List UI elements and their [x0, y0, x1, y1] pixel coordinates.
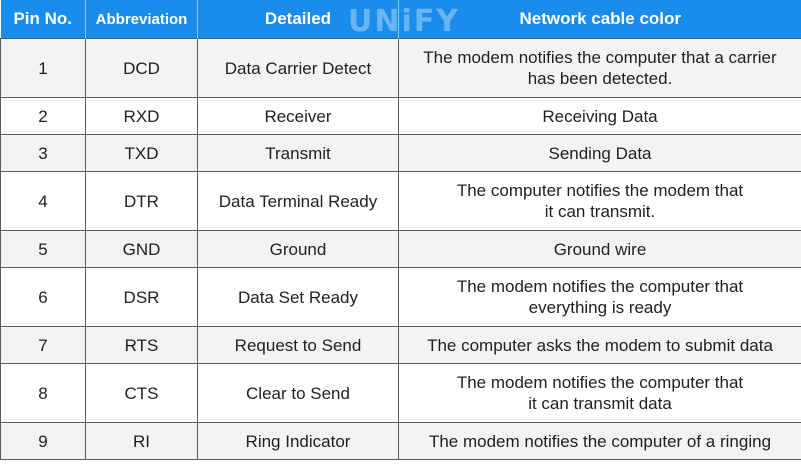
pin-number-cell: 8 [0, 363, 86, 423]
abbreviation-cell: CTS [85, 363, 198, 423]
table-row: 7 RTS Request to Send The computer asks … [0, 326, 801, 364]
pin-number-cell: 9 [0, 422, 86, 460]
cable-color-cell: The computer asks the modem to submit da… [398, 326, 801, 364]
detailed-cell: Clear to Send [197, 363, 399, 423]
cable-color-cell: The computer notifies the modem that it … [398, 171, 801, 231]
cable-color-cell: The modem notifies the computer that it … [398, 363, 801, 423]
abbreviation-cell: RXD [85, 97, 198, 135]
table-row: 9 RI Ring Indicator The modem notifies t… [0, 422, 801, 460]
cable-color-cell: The modem notifies the computer of a rin… [398, 422, 801, 460]
cable-color-cell: The modem notifies the computer that a c… [398, 38, 801, 98]
detailed-cell: Ground [197, 230, 399, 268]
abbreviation-cell: TXD [85, 134, 198, 172]
table-row: 1 DCD Data Carrier Detect The modem noti… [0, 38, 801, 98]
header-detailed: Detailed [197, 0, 399, 39]
cable-color-line: it can transmit. [544, 202, 656, 221]
detailed-cell: Ring Indicator [197, 422, 399, 460]
cable-color-line: Ground wire [553, 239, 647, 259]
pin-number-cell: 7 [0, 326, 86, 364]
table-row: 3 TXD Transmit Sending Data [0, 134, 801, 172]
cable-color-line: The modem notifies the computer of a rin… [428, 431, 772, 451]
abbreviation-cell: DTR [85, 171, 198, 231]
cable-color-line: The modem notifies the computer that [456, 277, 744, 296]
header-abbreviation: Abbreviation [85, 0, 198, 39]
cable-color-line: The computer notifies the modem that [456, 181, 744, 200]
cable-color-cell: Ground wire [398, 230, 801, 268]
pin-number-cell: 5 [0, 230, 86, 268]
table-row: 8 CTS Clear to Send The modem notifies t… [0, 363, 801, 423]
detailed-cell: Request to Send [197, 326, 399, 364]
table-row: 6 DSR Data Set Ready The modem notifies … [0, 267, 801, 327]
cable-color-line: The modem notifies the computer that a c… [423, 48, 777, 67]
cable-color-cell: Sending Data [398, 134, 801, 172]
pin-number-cell: 3 [0, 134, 86, 172]
detailed-cell: Data Terminal Ready [197, 171, 399, 231]
cable-color-line: it can transmit data [528, 394, 672, 413]
abbreviation-cell: DSR [85, 267, 198, 327]
cable-color-line: Receiving Data [542, 106, 658, 126]
header-pin-no: Pin No. [0, 0, 86, 39]
detailed-cell: Data Carrier Detect [197, 38, 399, 98]
detailed-cell: Receiver [197, 97, 399, 135]
abbreviation-cell: DCD [85, 38, 198, 98]
cable-color-line: everything is ready [528, 298, 672, 317]
detailed-cell: Transmit [197, 134, 399, 172]
detailed-cell: Data Set Ready [197, 267, 399, 327]
cable-color-line: has been detected. [527, 69, 673, 88]
pin-number-cell: 4 [0, 171, 86, 231]
table-header-row: Pin No. Abbreviation Detailed Network ca… [0, 0, 801, 39]
cable-color-line: The modem notifies the computer that [456, 373, 744, 392]
table-row: 5 GND Ground Ground wire [0, 230, 801, 268]
abbreviation-cell: GND [85, 230, 198, 268]
cable-color-cell: Receiving Data [398, 97, 801, 135]
pin-number-cell: 1 [0, 38, 86, 98]
cable-color-line: The computer asks the modem to submit da… [427, 335, 773, 355]
abbreviation-cell: RI [85, 422, 198, 460]
table-row: 4 DTR Data Terminal Ready The computer n… [0, 171, 801, 231]
pin-number-cell: 6 [0, 267, 86, 327]
pin-number-cell: 2 [0, 97, 86, 135]
cable-color-cell: The modem notifies the computer that eve… [398, 267, 801, 327]
header-network-cable-color: Network cable color [398, 0, 801, 39]
abbreviation-cell: RTS [85, 326, 198, 364]
cable-color-line: Sending Data [548, 143, 652, 163]
table-row: 2 RXD Receiver Receiving Data [0, 97, 801, 135]
